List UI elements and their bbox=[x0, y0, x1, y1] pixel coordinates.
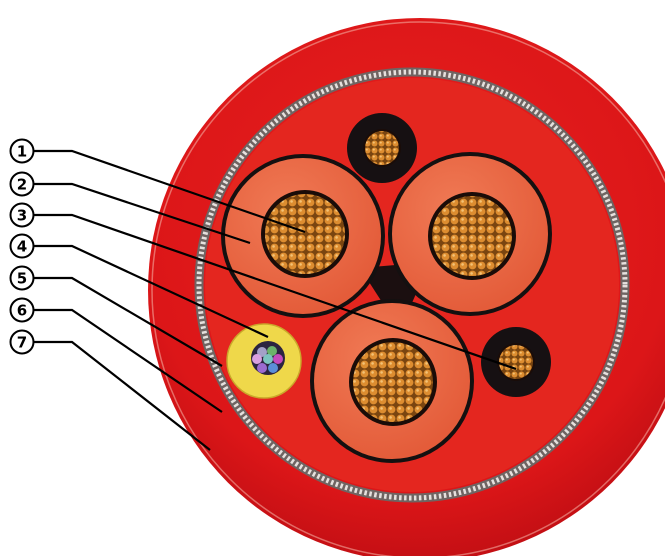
callout-6: 6 bbox=[11, 299, 34, 322]
callout-7: 7 bbox=[11, 331, 34, 354]
callout-label: 7 bbox=[17, 334, 27, 352]
callout-label: 4 bbox=[17, 238, 27, 256]
power-core-2 bbox=[388, 152, 552, 316]
small-core-right bbox=[481, 327, 551, 397]
power-core-1 bbox=[221, 154, 385, 318]
power-core-3 bbox=[310, 299, 474, 463]
small-core-top bbox=[347, 113, 417, 183]
callout-label: 3 bbox=[17, 207, 27, 225]
callout-label: 2 bbox=[17, 176, 27, 194]
callout-label: 5 bbox=[17, 270, 27, 288]
callout-label: 1 bbox=[17, 143, 27, 161]
callout-label: 6 bbox=[17, 302, 27, 320]
callout-2: 2 bbox=[11, 173, 34, 196]
callout-4: 4 bbox=[11, 235, 34, 258]
callout-3: 3 bbox=[11, 204, 34, 227]
callout-5: 5 bbox=[11, 267, 34, 290]
callout-1: 1 bbox=[11, 140, 34, 163]
